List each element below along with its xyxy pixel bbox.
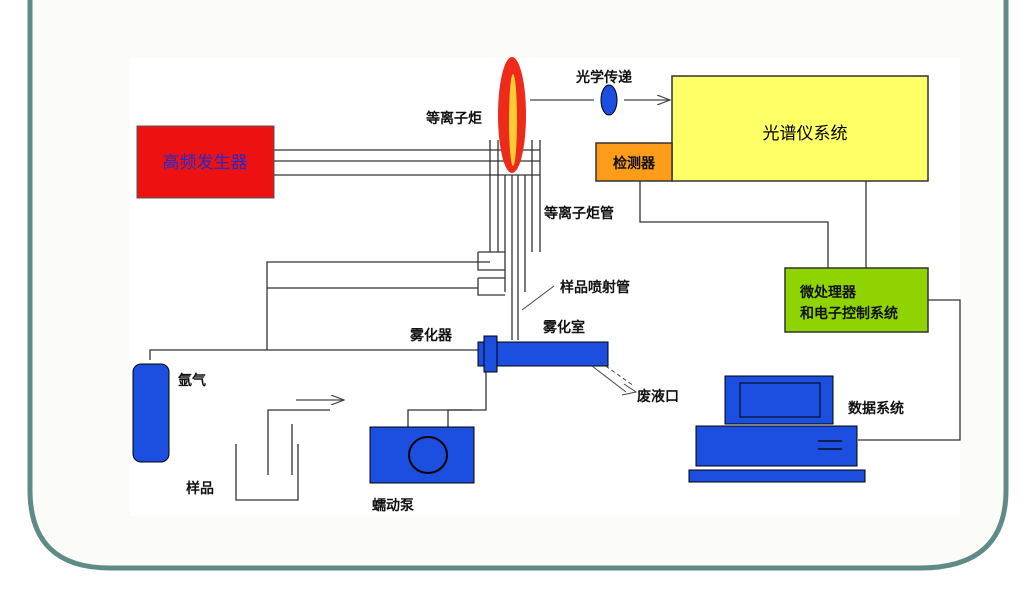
waste-arrow-head bbox=[621, 383, 638, 396]
microprocessor-label-line2: 和电子控制系统 bbox=[800, 305, 898, 322]
lens-icon bbox=[600, 84, 618, 116]
nebulizer-label: 雾化器 bbox=[409, 327, 453, 344]
spectrometer-label: 光谱仪系统 bbox=[763, 124, 848, 144]
sample-injector-label: 样品喷射管 bbox=[560, 279, 630, 296]
microprocessor-label-line1: 微处理器 bbox=[799, 284, 857, 301]
peristaltic-pump-label: 蠕动泵 bbox=[372, 497, 414, 514]
torch-tube-label: 等离子炬管 bbox=[544, 205, 614, 222]
monitor-screen bbox=[739, 382, 821, 418]
argon-cylinder bbox=[132, 363, 170, 463]
data-system-label: 数据系统 bbox=[848, 400, 904, 417]
argon-label: 氩气 bbox=[178, 372, 206, 389]
spray-chamber bbox=[496, 341, 609, 367]
sample-injector-pointer bbox=[521, 285, 555, 311]
rf-generator-box bbox=[136, 125, 275, 199]
microprocessor-box bbox=[784, 267, 929, 333]
connection-lines bbox=[149, 140, 961, 501]
optical-transfer-label: 光学传递 bbox=[575, 69, 632, 86]
plasma-torch-label: 等离子炬 bbox=[426, 110, 482, 127]
sample-label: 样品 bbox=[186, 480, 214, 497]
detector-label: 检测器 bbox=[613, 155, 656, 172]
spectrometer-box bbox=[671, 75, 929, 182]
nebulizer-body bbox=[483, 335, 498, 373]
waste-outlet-label: 废液口 bbox=[637, 388, 679, 405]
waste-arrow-line bbox=[591, 365, 627, 393]
detector-box bbox=[595, 142, 673, 182]
plasma-flame-core bbox=[509, 74, 517, 166]
nebulizer-tip bbox=[477, 341, 485, 367]
computer-case bbox=[695, 425, 858, 467]
pump-roller-icon bbox=[408, 436, 448, 474]
keyboard bbox=[688, 469, 866, 483]
rf-generator-label: 高频发生器 bbox=[163, 153, 248, 173]
spray-chamber-label: 雾化室 bbox=[542, 319, 585, 336]
